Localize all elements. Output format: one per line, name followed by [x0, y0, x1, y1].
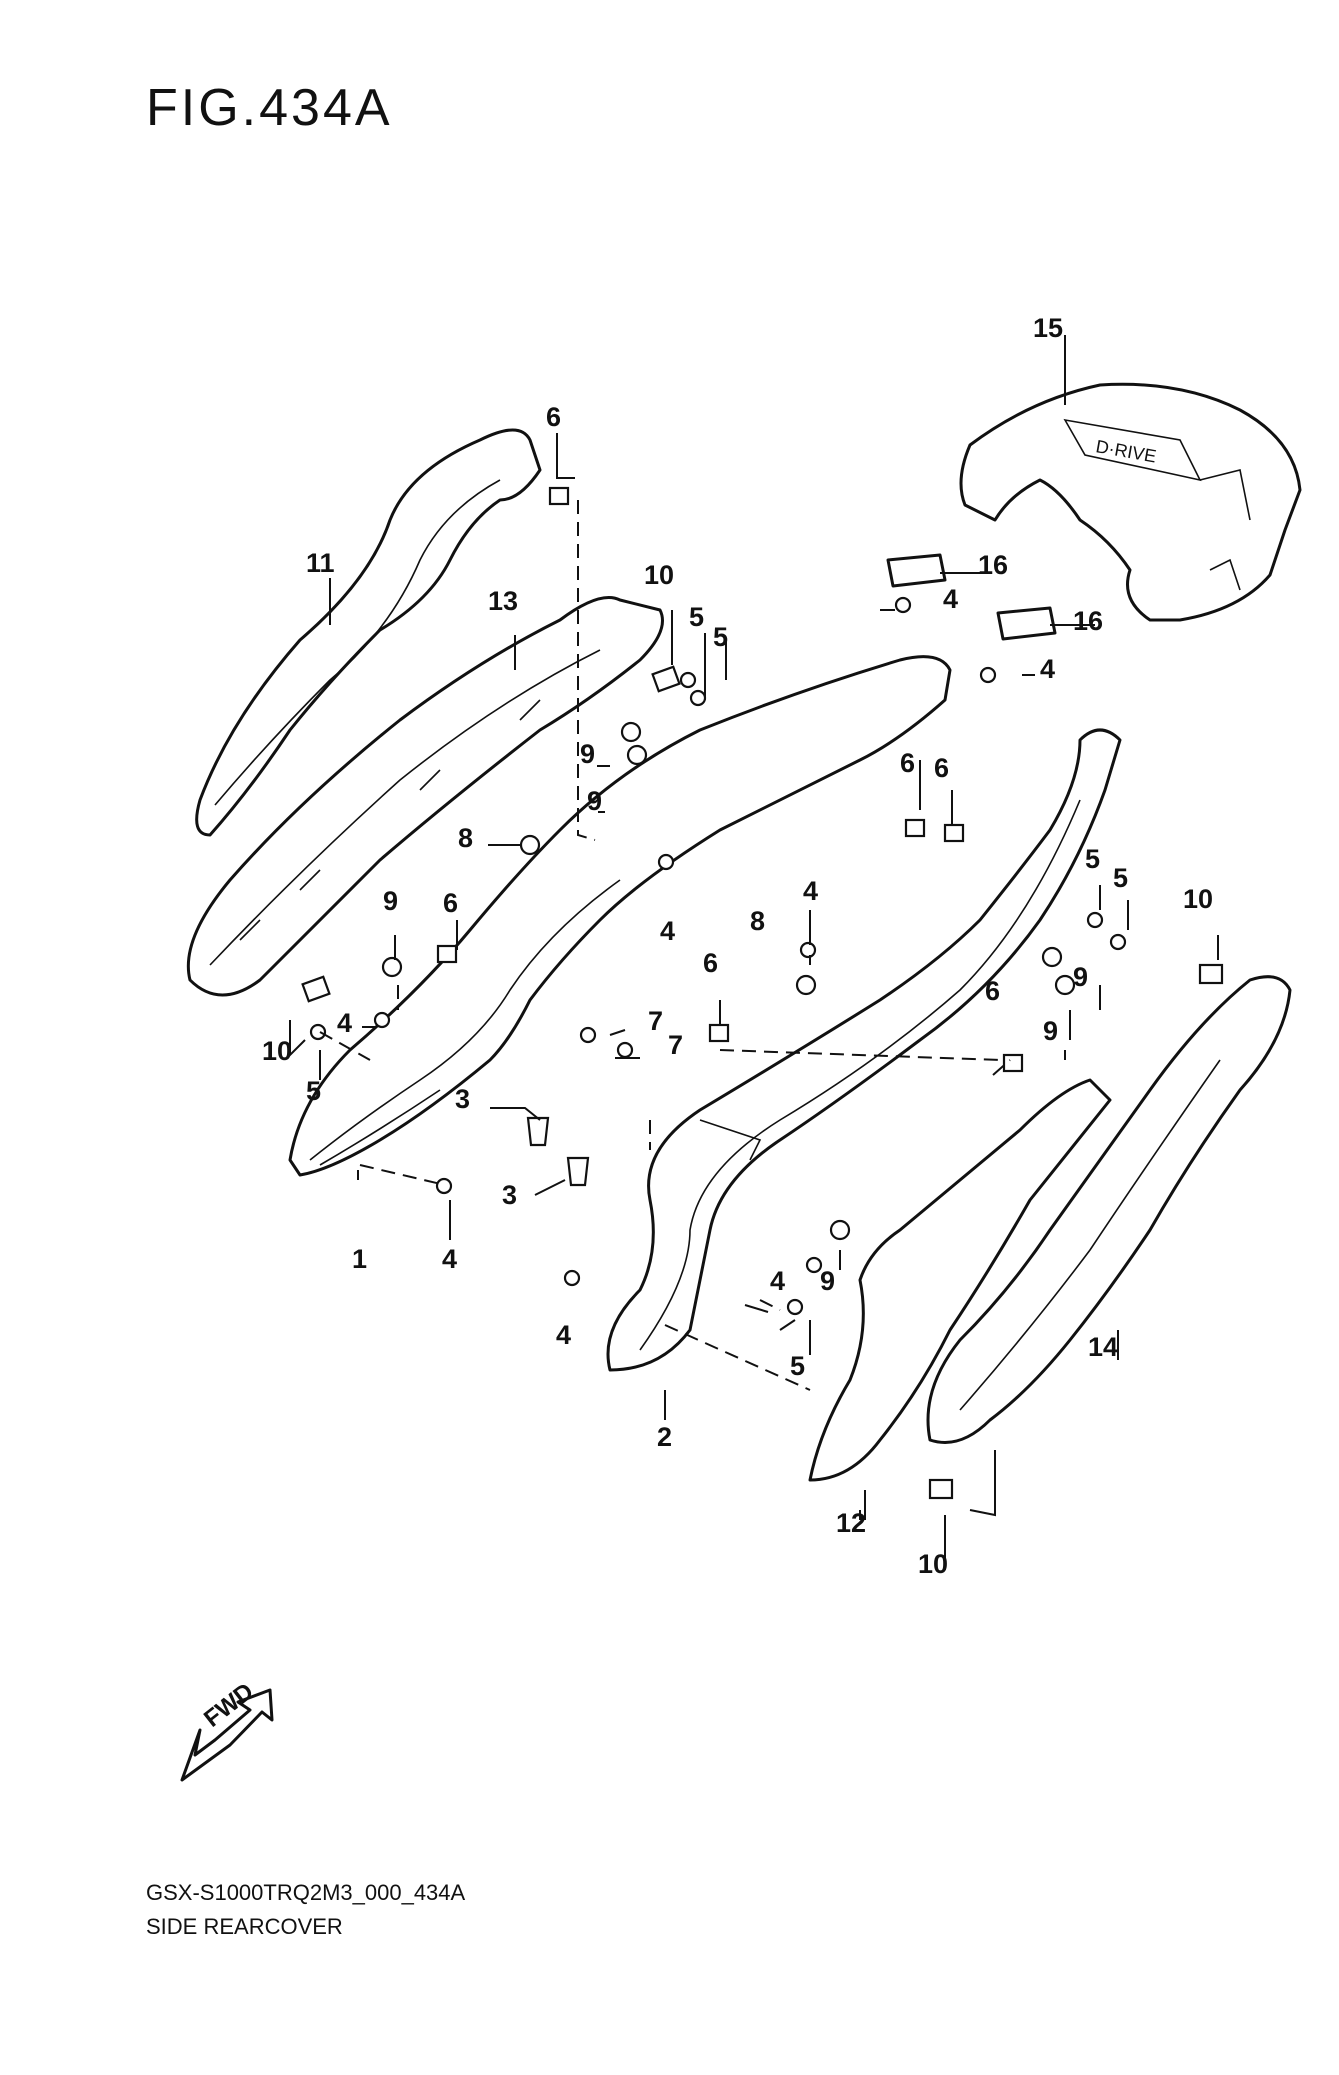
part-12-rear-side-panel [808, 1078, 1112, 1482]
callout-9-d: 9 [1073, 962, 1088, 992]
part-11-upper-side-cover [195, 428, 542, 837]
callout-9-b: 9 [587, 786, 602, 816]
callout-4-a: 4 [943, 584, 958, 614]
callout-4-h: 4 [770, 1266, 785, 1296]
callout-11: 11 [306, 548, 335, 578]
callout-5-b: 5 [713, 622, 728, 652]
callout-4-f: 4 [442, 1244, 457, 1274]
callout-6-a: 6 [546, 402, 561, 432]
callout-labels: 1 2 3 3 4 4 4 4 4 4 4 4 5 5 5 5 5 5 6 6 … [262, 313, 1213, 1579]
callout-6-c: 6 [934, 753, 949, 783]
part-10-clips [301, 665, 1224, 1500]
callout-6-e: 6 [703, 948, 718, 978]
callout-4-g: 4 [556, 1320, 571, 1350]
callout-8-a: 8 [458, 823, 473, 853]
callout-10-b: 10 [262, 1036, 292, 1066]
callout-4-b: 4 [1040, 654, 1055, 684]
callout-2: 2 [657, 1422, 672, 1452]
callout-4-d: 4 [803, 876, 818, 906]
callout-12: 12 [836, 1508, 866, 1538]
figure-code: GSX-S1000TRQ2M3_000_434A [146, 1880, 466, 1905]
figure-caption: SIDE REARCOVER [146, 1914, 343, 1939]
callout-10-a: 10 [644, 560, 674, 590]
callout-6-d: 6 [443, 888, 458, 918]
callout-5-e: 5 [306, 1076, 321, 1106]
assembly-lines [319, 500, 1011, 1391]
callout-9-f: 9 [820, 1266, 835, 1296]
callout-13: 13 [488, 586, 518, 616]
callout-10-c: 10 [1183, 884, 1213, 914]
leader-lines [289, 335, 1219, 1570]
callout-1: 1 [352, 1244, 367, 1274]
fwd-direction-arrow: FWD [180, 1678, 274, 1782]
callout-14: 14 [1088, 1332, 1118, 1362]
callout-16-a: 16 [978, 550, 1008, 580]
callout-5-c: 5 [1085, 844, 1100, 874]
part-13-inner-trim [186, 596, 664, 997]
part-14-side-panel [926, 975, 1292, 1444]
callout-9-a: 9 [580, 739, 595, 769]
callout-5-a: 5 [689, 602, 704, 632]
callout-6-f: 6 [985, 976, 1000, 1006]
callout-15: 15 [1033, 313, 1063, 343]
callout-3-b: 3 [502, 1180, 517, 1210]
callout-4-c: 4 [660, 916, 675, 946]
part-1-left-side-cover [288, 655, 952, 1177]
callout-7-a: 7 [648, 1006, 663, 1036]
callout-5-f: 5 [790, 1351, 805, 1381]
callout-3-a: 3 [455, 1084, 470, 1114]
callout-8-b: 8 [750, 906, 765, 936]
callout-5-d: 5 [1113, 863, 1128, 893]
callout-9-c: 9 [383, 886, 398, 916]
part-2-rear-frame-cover [606, 728, 1122, 1372]
callout-4-e: 4 [337, 1008, 352, 1038]
callout-6-b: 6 [900, 748, 915, 778]
callout-10-d: 10 [918, 1549, 948, 1579]
figure-title: FIG.434A [146, 79, 393, 137]
part-15-tail-cowl: D·RIVE [959, 382, 1302, 622]
callout-7-b: 7 [668, 1030, 683, 1060]
part-16-emblem-stickers [886, 553, 1057, 641]
callout-16-b: 16 [1073, 606, 1103, 636]
callout-9-e: 9 [1043, 1016, 1058, 1046]
